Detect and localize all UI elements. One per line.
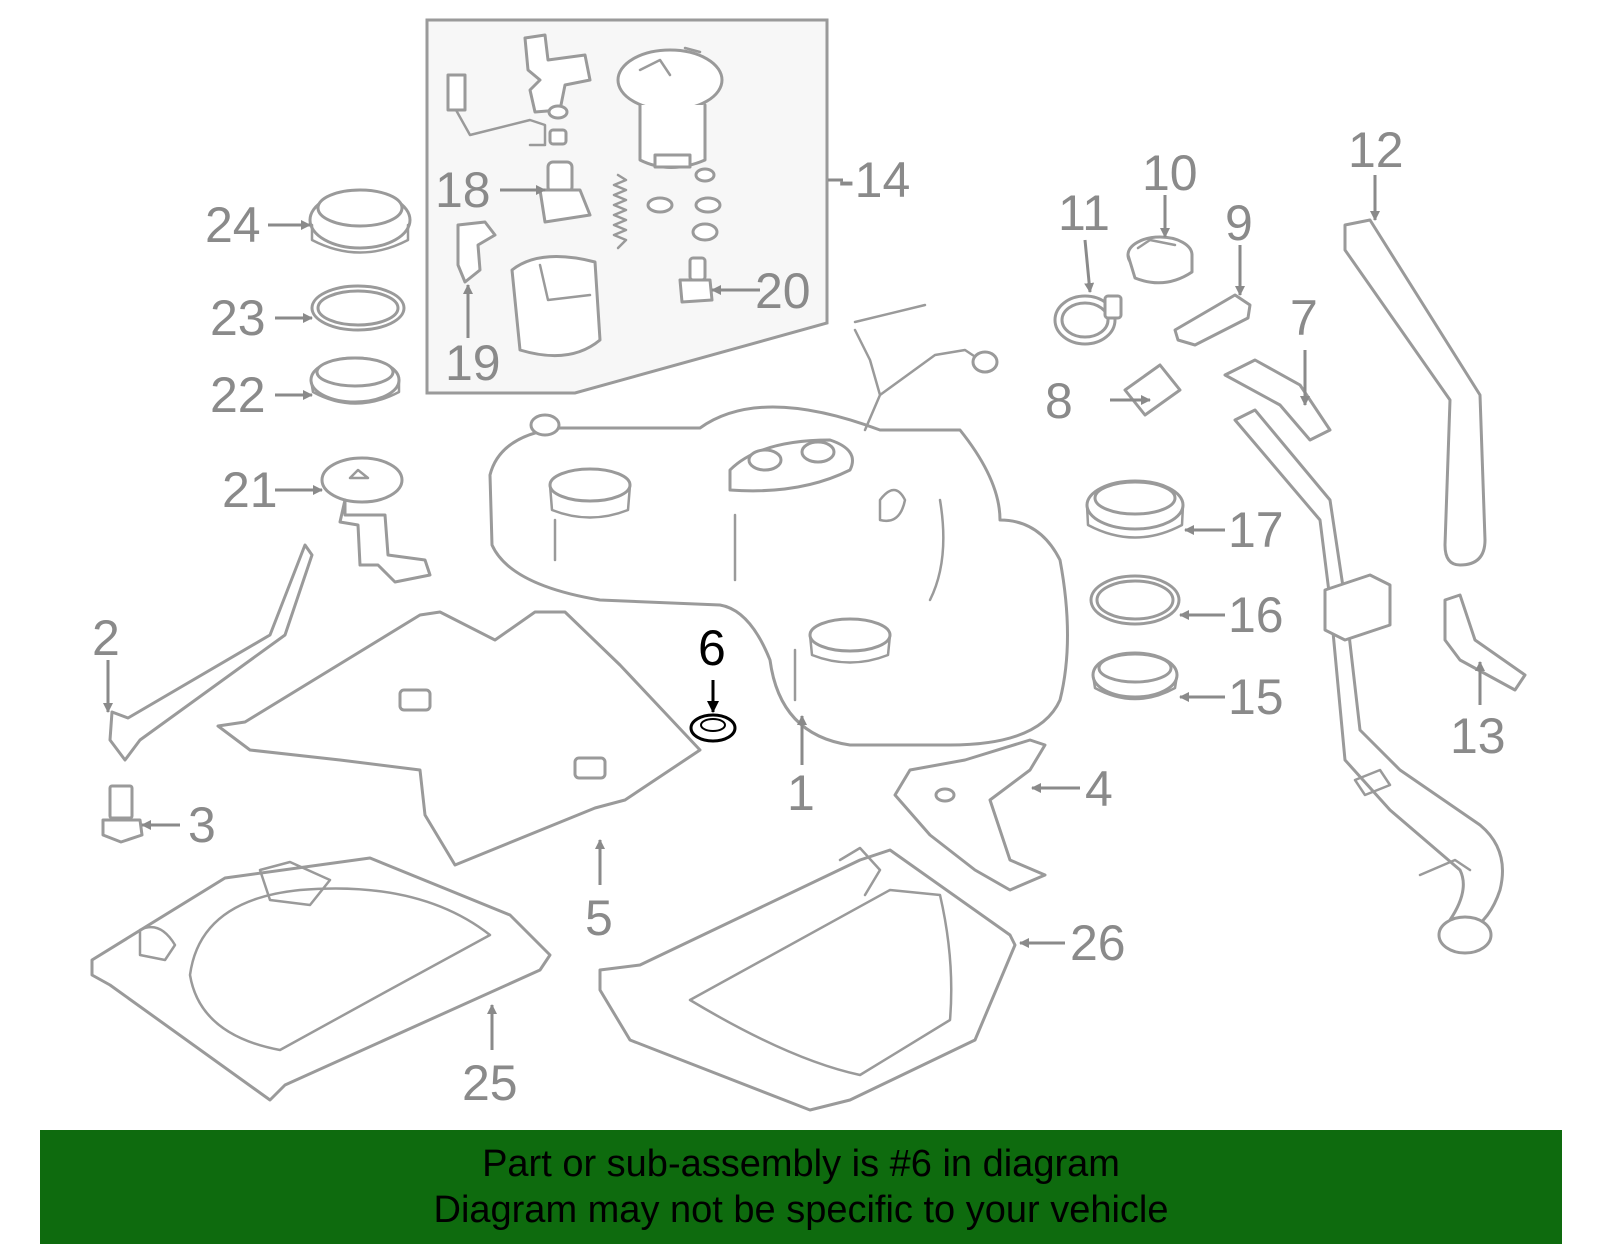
callout-14: -14 <box>838 152 910 208</box>
lock-ring-17 <box>1085 479 1185 539</box>
callout-4: 4 <box>1085 761 1113 817</box>
pump-module-box <box>425 18 829 395</box>
callout-5: 5 <box>585 890 613 946</box>
sender-unit-21 <box>320 456 432 584</box>
strap-2 <box>108 543 314 762</box>
callout-16: 16 <box>1228 587 1284 643</box>
callout-3: 3 <box>188 797 216 853</box>
callout-1: 1 <box>787 765 815 821</box>
callout-23: 23 <box>210 290 266 346</box>
skid-plate-25 <box>90 856 552 1102</box>
banner-line-2: Diagram may not be specific to your vehi… <box>433 1189 1169 1231</box>
callout-18: 18 <box>435 162 491 218</box>
retainer-9 <box>1173 293 1252 347</box>
callout-15: 15 <box>1228 669 1284 725</box>
callout-labels: 1 2 3 4 5 6 7 8 9 10 11 12 13 -14 15 16 … <box>92 122 1506 1111</box>
o-ring-23 <box>310 284 406 332</box>
fuel-system-diagram: 1 2 3 4 5 6 7 8 9 10 11 12 13 -14 15 16 … <box>90 18 1527 1112</box>
banner-line-1: Part or sub-assembly is #6 in diagram <box>482 1143 1120 1185</box>
callout-12: 12 <box>1348 122 1404 178</box>
info-banner: Part or sub-assembly is #6 in diagram Di… <box>40 1130 1562 1244</box>
callout-2: 2 <box>92 610 120 666</box>
callout-20: 20 <box>755 263 811 319</box>
callout-19: 19 <box>445 335 501 391</box>
callout-22: 22 <box>210 367 266 423</box>
callout-9: 9 <box>1225 195 1253 251</box>
skid-plate-26 <box>598 846 1017 1112</box>
gasket-22 <box>309 356 401 405</box>
grommet-6[interactable] <box>689 713 737 743</box>
callout-10: 10 <box>1142 145 1198 201</box>
bracket-4 <box>893 738 1047 892</box>
callout-25: 25 <box>462 1055 518 1111</box>
callout-7: 7 <box>1290 290 1318 346</box>
filler-neck-7 <box>1223 358 1504 955</box>
label-8 <box>1123 363 1182 417</box>
bolt-3 <box>101 784 144 844</box>
callout-24: 24 <box>205 197 261 253</box>
callout-13: 13 <box>1450 708 1506 764</box>
callout-11: 11 <box>1058 185 1110 241</box>
clamp-11 <box>1053 294 1123 346</box>
heat-shield-5 <box>216 610 702 867</box>
gasket-15 <box>1091 651 1179 701</box>
o-ring-16 <box>1089 574 1181 626</box>
fuel-tank-1 <box>488 303 1069 747</box>
callout-17: 17 <box>1228 502 1284 558</box>
callout-6[interactable]: 6 <box>698 620 726 676</box>
callout-26: 26 <box>1070 915 1126 971</box>
lock-ring-24 <box>308 188 412 254</box>
hose-12 <box>1343 218 1487 567</box>
hose-13 <box>1443 593 1527 692</box>
fuel-cap-10 <box>1126 235 1194 285</box>
callout-arrows <box>103 175 1485 1050</box>
callout-8: 8 <box>1045 373 1073 429</box>
callout-21: 21 <box>222 462 278 518</box>
